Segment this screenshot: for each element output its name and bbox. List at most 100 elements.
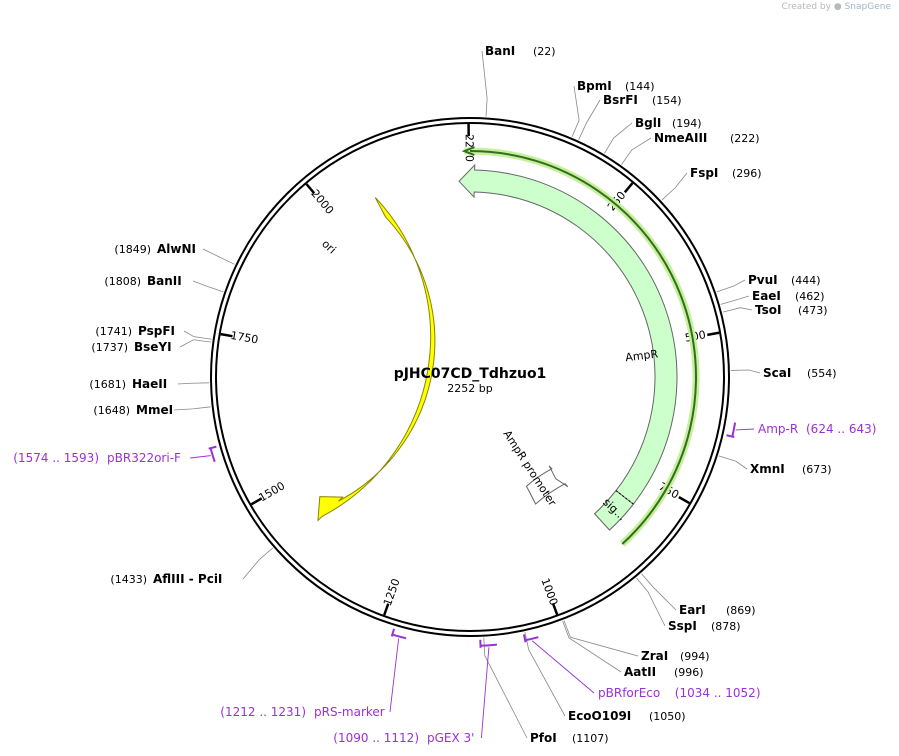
site-name-label: BseYI <box>134 340 172 354</box>
site-name-label: FspI <box>690 166 718 180</box>
primer-range-label: (1090 .. 1112) <box>333 731 419 745</box>
primer-arrow-tip <box>726 434 735 438</box>
backbone-inner-strand <box>215 122 725 632</box>
site-position-label: (554) <box>807 367 837 380</box>
watermark-prefix: Created by <box>781 2 831 12</box>
backbone-outer-strand <box>210 117 730 637</box>
site-name-label: AlwNI <box>157 242 196 256</box>
primer-name-label: pGEX 3' <box>427 731 474 745</box>
site-leader-line <box>524 632 566 717</box>
primer-arc <box>480 643 498 647</box>
site-position-label: (869) <box>726 604 756 617</box>
site-leader-line <box>481 50 488 117</box>
site-leader-line <box>173 406 211 411</box>
site-name-label: BglI <box>635 116 661 130</box>
primer-range-label: (1574 .. 1593) <box>13 451 99 465</box>
site-leader-line <box>718 455 748 470</box>
site-leader-line <box>604 122 633 154</box>
site-name-label: PvuI <box>748 273 778 287</box>
watermark-brand: SnapGene <box>844 2 891 12</box>
site-position-label: (1737) <box>91 341 128 354</box>
primer-leader-line <box>389 638 400 713</box>
ampr-label: AmpR <box>625 347 660 364</box>
features-layer <box>208 146 737 648</box>
primer-range-label: (1212 .. 1231) <box>220 705 306 719</box>
site-leader-line <box>177 382 210 385</box>
site-leader-line <box>192 280 224 293</box>
primer-range-label: (624 .. 643) <box>806 422 876 436</box>
ori-label: ori <box>319 237 338 256</box>
tick-label: 2000 <box>308 187 336 217</box>
site-name-label: MmeI <box>136 403 173 417</box>
site-name-label: AatII <box>624 665 656 679</box>
primer-leader-line <box>480 647 490 739</box>
primer-arrow-tip <box>522 634 527 643</box>
tick-label: 1250 <box>381 577 403 608</box>
tick-mark <box>623 182 634 194</box>
tick-label: 1750 <box>229 329 259 347</box>
primer-arrow-tip <box>208 445 217 450</box>
site-name-label: BanI <box>485 44 515 58</box>
site-leader-line <box>720 295 750 305</box>
backbone <box>210 117 730 637</box>
site-position-label: (296) <box>732 167 762 180</box>
snapgene-watermark: Created by ● SnapGene <box>781 2 891 12</box>
primer-name-label: Amp-R <box>758 422 798 436</box>
site-leader-line <box>578 99 601 140</box>
primer-name-label: pBRforEco <box>598 686 660 700</box>
site-position-label: (154) <box>652 94 682 107</box>
primer-leader-line <box>190 455 211 459</box>
site-name-label: HaeII <box>132 377 167 391</box>
site-position-label: (878) <box>711 620 741 633</box>
orf-line <box>469 150 697 545</box>
site-name-label: TsoI <box>755 303 781 317</box>
tick-mark <box>305 183 316 194</box>
tick-mark <box>220 332 233 338</box>
site-leader-line <box>716 279 746 293</box>
primer-arrow-tip <box>390 628 396 637</box>
site-name-label: EaeI <box>752 289 781 303</box>
site-position-label: (22) <box>533 45 556 58</box>
primer-name-label: pRS-marker <box>314 705 385 719</box>
site-position-label: (444) <box>791 274 821 287</box>
primer-range-label: (1034 .. 1052) <box>675 686 761 700</box>
site-position-label: (673) <box>802 463 832 476</box>
site-leader-line <box>202 248 235 265</box>
site-name-label: EarI <box>679 603 706 617</box>
ampr-feature <box>458 163 678 531</box>
site-name-label: BpmI <box>577 79 612 93</box>
site-position-label: (1681) <box>89 378 126 391</box>
site-leader-line <box>562 620 622 673</box>
tick-mark <box>707 331 720 337</box>
site-name-label: AflIII - PciI <box>153 572 222 586</box>
primer-arc <box>524 636 539 642</box>
primer-leader-line <box>531 640 595 694</box>
site-position-label: (1648) <box>93 404 130 417</box>
site-leader-line <box>183 330 212 340</box>
site-position-label: (222) <box>730 132 760 145</box>
primer-leader-line <box>735 428 755 431</box>
site-leader-line <box>242 547 274 580</box>
site-position-label: (1050) <box>649 710 686 723</box>
site-leader-line <box>730 369 761 374</box>
site-position-label: (1849) <box>114 243 151 256</box>
site-name-label: ScaI <box>763 366 791 380</box>
map-center-title: pJHC07CD_Tdhzuo1 2252 bp <box>394 366 547 395</box>
primer-arc <box>392 633 407 640</box>
snapgene-logo-icon: ● <box>833 2 842 12</box>
tick-label: 1500 <box>256 479 287 504</box>
site-name-label: SspI <box>668 619 697 633</box>
plasmid-name: pJHC07CD_Tdhzuo1 <box>394 366 547 382</box>
site-position-label: (1808) <box>104 275 141 288</box>
site-position-label: (1741) <box>95 325 132 338</box>
site-position-label: (1433) <box>110 573 147 586</box>
site-position-label: (1107) <box>572 732 609 745</box>
site-name-label: PspFI <box>138 324 175 338</box>
plasmid-length: 2252 bp <box>447 382 492 395</box>
site-leader-line <box>636 577 666 627</box>
site-leader-line <box>179 339 212 348</box>
site-position-label: (144) <box>625 80 655 93</box>
site-leader-line <box>621 137 652 165</box>
primer-arc <box>731 422 737 437</box>
